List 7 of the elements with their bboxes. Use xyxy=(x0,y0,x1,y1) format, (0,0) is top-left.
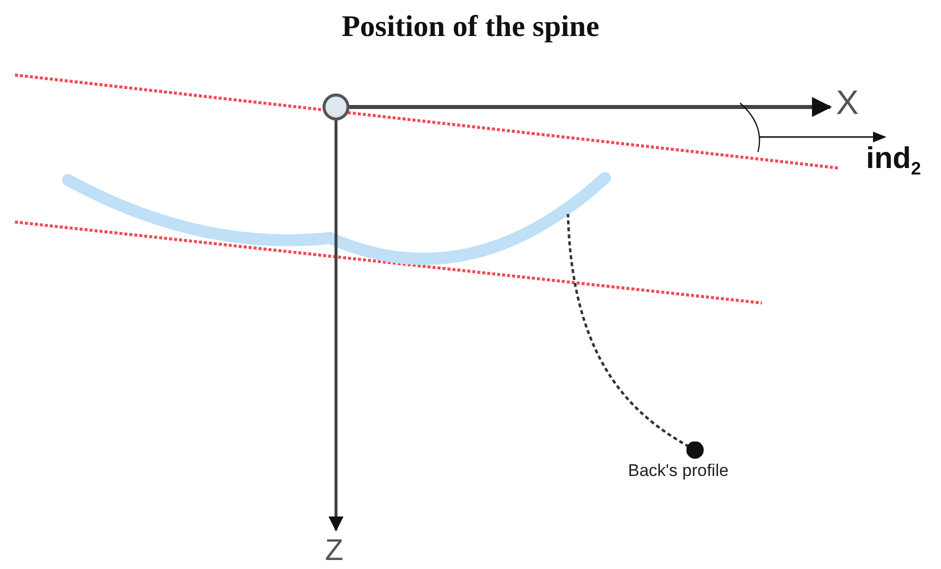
back-profile-curve xyxy=(62,172,611,265)
axis-label: ind$_{2}$ xyxy=(866,144,922,178)
node-label: Back's profile xyxy=(628,462,729,481)
title: Position of the spine xyxy=(340,10,600,44)
axis-label: X xyxy=(836,86,859,120)
leader-line xyxy=(566,214,704,459)
axis-label: Z xyxy=(325,536,344,566)
